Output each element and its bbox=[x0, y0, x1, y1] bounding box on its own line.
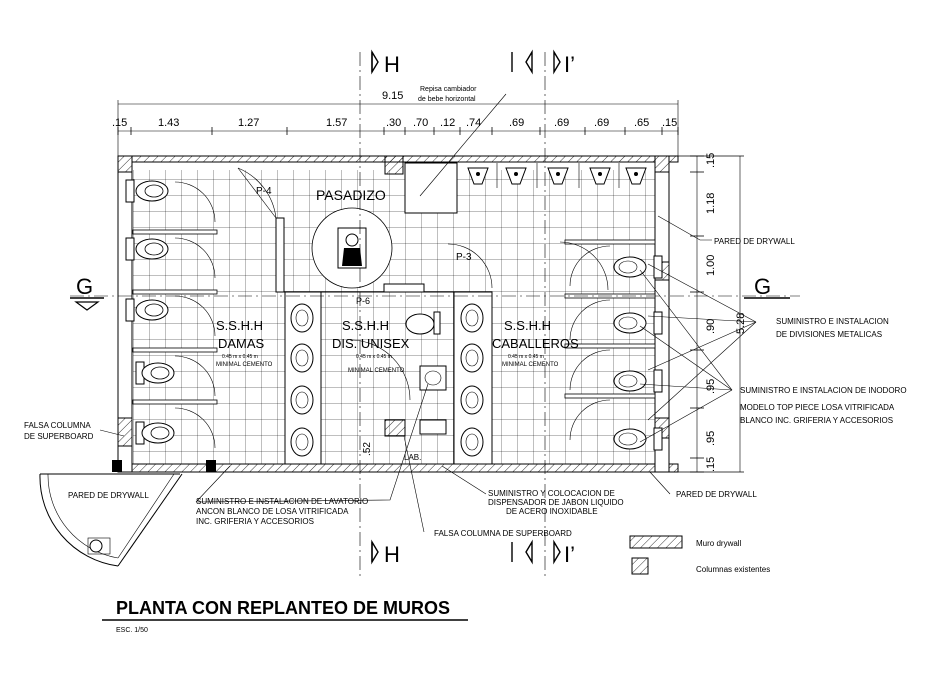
dim-right-6: .15 bbox=[705, 457, 717, 472]
floor-note-caballeros-a: 0.45 m x 0.45 m bbox=[508, 354, 544, 360]
note-repisa-1: Repisa cambiador bbox=[420, 86, 477, 93]
note-lavatorio-1: SUMINISTRO E INSTALACION DE LAVATORIO bbox=[196, 497, 368, 506]
label-p4: P-4 bbox=[256, 186, 272, 197]
dim-top-1: 1.43 bbox=[158, 117, 179, 129]
dim-top-0: .15 bbox=[112, 117, 127, 129]
dim-total-top: 9.15 bbox=[382, 90, 403, 102]
drawing-scale: ESC. 1/50 bbox=[116, 627, 148, 634]
wheelchair-symbol bbox=[311, 207, 393, 289]
dim-right-2: 1.00 bbox=[705, 255, 717, 276]
floor-note-caballeros-b: MINIMAL CEMENTO bbox=[502, 362, 559, 368]
note-pared-drywall-a: PARED DE DRYWALL bbox=[714, 237, 795, 246]
marker-g-left: G bbox=[76, 274, 93, 299]
note-falsa-columna-2: DE SUPERBOARD bbox=[24, 432, 94, 441]
dim-top-12: .15 bbox=[662, 117, 677, 129]
section-marker-i-top bbox=[511, 49, 561, 75]
note-inodoro-3: BLANCO INC. GRIFERIA Y ACCESORIOS bbox=[740, 416, 893, 425]
label-damas-1: S.S.H.H bbox=[216, 318, 263, 333]
lavatories-right bbox=[460, 303, 484, 457]
dim-right-3: .90 bbox=[705, 319, 717, 334]
label-p3: P-3 bbox=[456, 252, 472, 263]
note-lavatorio-3: INC. GRIFERIA Y ACCESORIOS bbox=[196, 517, 314, 526]
floor-note-damas-b: MINIMAL CEMENTO bbox=[216, 362, 273, 368]
note-repisa-2: de bebe horizontal bbox=[418, 96, 476, 103]
dim-right-4: .95 bbox=[705, 379, 717, 394]
dim-top-4: .30 bbox=[386, 117, 401, 129]
legend-item-2: Columnas existentes bbox=[696, 565, 770, 574]
marker-g-right: G bbox=[754, 274, 771, 299]
dim-right-total: 5.28 bbox=[735, 313, 747, 334]
marker-h-top: H bbox=[384, 52, 400, 77]
left-stalls bbox=[132, 181, 218, 449]
top-dimension-lines bbox=[117, 100, 679, 156]
dim-top-5: .70 bbox=[413, 117, 428, 129]
note-inodoro-1: SUMINISTRO E INSTALACION DE INODORO bbox=[740, 386, 907, 395]
dim-top-3: 1.57 bbox=[326, 117, 347, 129]
dim-top-9: .69 bbox=[554, 117, 569, 129]
floor-tiles bbox=[133, 170, 655, 464]
marker-i-top: I’ bbox=[564, 52, 575, 77]
note-falsa-columna-1: FALSA COLUMNA bbox=[24, 421, 91, 430]
right-toilets bbox=[613, 255, 663, 451]
legend-item-1: Muro drywall bbox=[696, 539, 742, 548]
left-toilets bbox=[125, 179, 175, 445]
label-unisex-2: DIS. UNISEX bbox=[332, 336, 410, 351]
dim-top-10: .69 bbox=[594, 117, 609, 129]
note-inodoro-2: MODELO TOP PIECE LOSA VITRIFICADA bbox=[740, 403, 895, 412]
section-marker-g-left bbox=[70, 297, 104, 311]
dim-52: .52 bbox=[362, 442, 373, 456]
label-caballeros-1: S.S.H.H bbox=[504, 318, 551, 333]
floor-note-damas-a: 0.45 m x 0.45 m bbox=[222, 354, 258, 360]
marker-i-bottom: I’ bbox=[564, 542, 575, 567]
label-lab: LAB. bbox=[404, 453, 421, 462]
section-marker-h-bottom bbox=[371, 539, 379, 565]
label-pasadizo: PASADIZO bbox=[316, 187, 386, 203]
dim-right-5: .95 bbox=[705, 431, 717, 446]
dim-right-1: 1.18 bbox=[705, 193, 717, 214]
section-lines bbox=[70, 52, 800, 580]
note-divisiones-2: DE DIVISIONES METALICAS bbox=[776, 330, 882, 339]
legend-swatch-drywall bbox=[629, 535, 683, 549]
label-p6: P-6 bbox=[356, 296, 370, 306]
dim-top-7: .74 bbox=[466, 117, 481, 129]
floor-note-unisex-b: MINIMAL CEMENTO bbox=[348, 368, 405, 374]
lavatories-left bbox=[290, 303, 314, 457]
section-marker-i-bottom bbox=[511, 539, 561, 565]
entry-vestibule bbox=[39, 460, 216, 567]
dim-top-8: .69 bbox=[509, 117, 524, 129]
label-caballeros-2: CABALLEROS bbox=[492, 336, 579, 351]
legend-swatch-columnas bbox=[631, 557, 649, 575]
section-marker-h-top bbox=[371, 49, 379, 75]
service-closet bbox=[404, 162, 458, 214]
floor-note-unisex-a: 0.45 m x 0.45 m bbox=[356, 354, 392, 360]
note-dispensador-3: DE ACERO INOXIDABLE bbox=[506, 507, 598, 516]
note-pared-drywall-c: PARED DE DRYWALL bbox=[676, 490, 757, 499]
interior-partitions bbox=[275, 163, 492, 293]
dim-top-11: .65 bbox=[634, 117, 649, 129]
marker-h-bottom: H bbox=[384, 542, 400, 567]
urinals bbox=[467, 163, 647, 188]
note-falsa-columna-bottom: FALSA COLUMNA DE SUPERBOARD bbox=[434, 529, 572, 538]
label-damas-2: DAMAS bbox=[218, 336, 265, 351]
leader-lines bbox=[99, 93, 757, 533]
dim-top-2: 1.27 bbox=[238, 117, 259, 129]
note-pared-drywall-b: PARED DE DRYWALL bbox=[68, 491, 149, 500]
unisex-fixtures bbox=[349, 311, 447, 435]
right-dimension-lines bbox=[670, 155, 744, 473]
dim-right-0: .15 bbox=[705, 153, 717, 168]
dim-top-6: .12 bbox=[440, 117, 455, 129]
note-dispensador-1: SUMINISTRO Y COLOCACION DE bbox=[488, 489, 615, 498]
legend bbox=[629, 535, 683, 575]
note-dispensador-2: DISPENSADOR DE JABON LIQUIDO bbox=[488, 498, 624, 507]
note-lavatorio-2: ANCON BLANCO DE LOSA VITRIFICADA bbox=[196, 507, 349, 516]
drawing-title: PLANTA CON REPLANTEO DE MUROS bbox=[116, 598, 450, 618]
note-divisiones-1: SUMINISTRO E INSTALACION bbox=[776, 317, 889, 326]
label-unisex-1: S.S.H.H bbox=[342, 318, 389, 333]
door-swings bbox=[237, 167, 609, 291]
